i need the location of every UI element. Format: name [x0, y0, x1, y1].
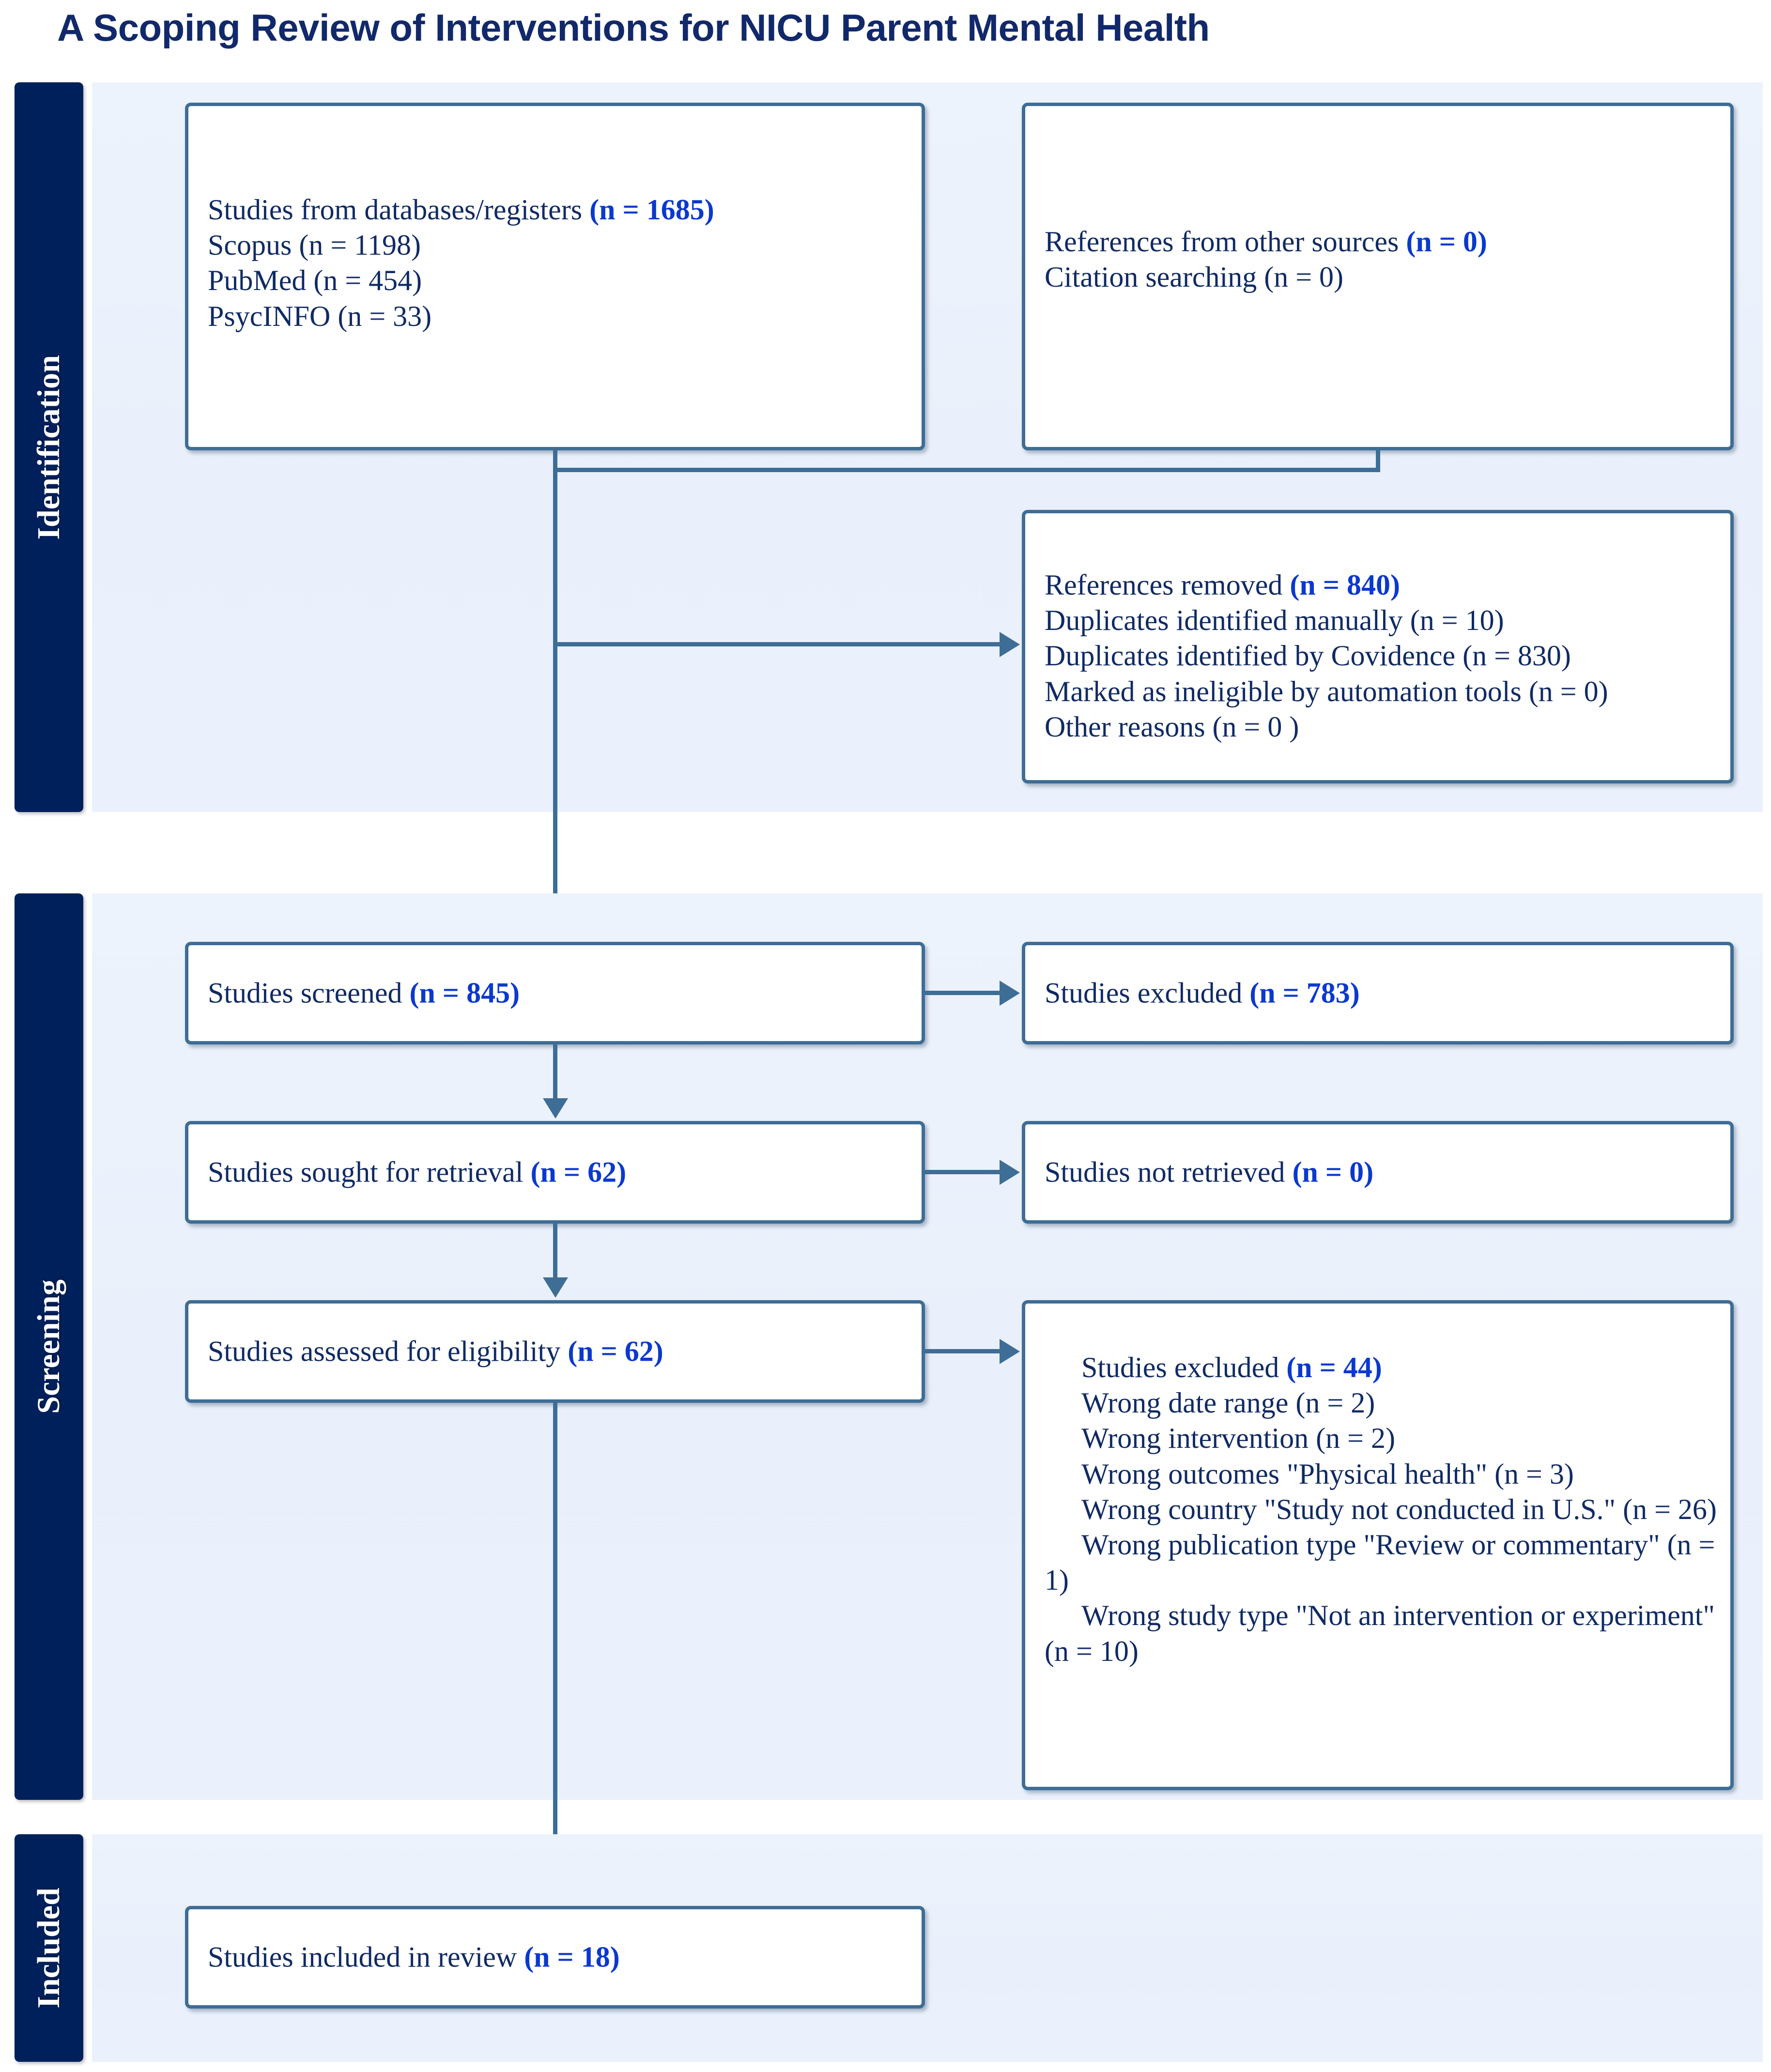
box-excluded-reasons: Studies excluded (n = 44) Wrong date ran…	[1022, 1300, 1734, 1790]
arrowhead-to-references-removed	[1000, 632, 1020, 657]
connector-screened-to-sought	[553, 1044, 557, 1101]
box-references-removed: References removed (n = 840) Duplicates …	[1022, 510, 1734, 783]
box-included-in-review-text: Studies included in review (n = 18)	[208, 1939, 909, 1975]
arrowhead-studies-excluded	[1000, 981, 1020, 1006]
line-wrong-date-range: Wrong date range (n = 2)	[1081, 1387, 1375, 1419]
line-wrong-intervention: Wrong intervention (n = 2)	[1081, 1422, 1395, 1455]
connector-screened-to-excluded	[925, 991, 1001, 995]
box-other-sources-text: References from other sources (n = 0) Ci…	[1045, 224, 1718, 295]
connector-assessed-to-excluded-reasons	[925, 1349, 1001, 1353]
sidebar-label-included: Included	[31, 1888, 66, 2009]
sidebar-included: Included	[15, 1834, 83, 2062]
box-studies-excluded-text: Studies excluded (n = 783)	[1045, 975, 1718, 1011]
line-wrong-study-type: Wrong study type "Not an intervention or…	[1045, 1599, 1715, 1667]
line-dup-manual: Duplicates identified manually (n = 10)	[1045, 604, 1504, 637]
sidebar-label-screening: Screening	[31, 1279, 66, 1414]
box-sought-for-retrieval: Studies sought for retrieval (n = 62)	[185, 1121, 925, 1224]
connector-main-trunk	[553, 468, 557, 929]
line-sought-for-retrieval: Studies sought for retrieval (n = 62)	[208, 1156, 627, 1188]
connector-to-references-removed	[553, 642, 1000, 646]
line-psycinfo: PsycINFO (n = 33)	[208, 300, 432, 332]
connector-other-sources-stub	[1376, 450, 1380, 472]
line-ineligible-automation: Marked as ineligible by automation tools…	[1045, 675, 1608, 707]
line-other-sources-total: References from other sources (n = 0)	[1045, 226, 1487, 258]
arrowhead-assessed-for-eligibility	[543, 1277, 568, 1298]
sidebar-screening: Screening	[15, 893, 83, 1800]
line-references-removed-total: References removed (n = 840)	[1045, 569, 1400, 601]
connector-join-horizontal	[553, 468, 1380, 472]
line-scopus: Scopus (n = 1198)	[208, 229, 421, 261]
line-included-in-review: Studies included in review (n = 18)	[208, 1941, 620, 1973]
sidebar-identification: Identification	[15, 82, 83, 812]
arrowhead-sought-for-retrieval	[543, 1098, 568, 1119]
line-assessed-for-eligibility: Studies assessed for eligibility (n = 62…	[208, 1335, 663, 1367]
box-databases-text: Studies from databases/registers (n = 16…	[208, 192, 909, 334]
line-citation-searching: Citation searching (n = 0)	[1045, 261, 1344, 293]
line-studies-excluded: Studies excluded (n = 783)	[1045, 977, 1360, 1009]
box-studies-screened: Studies screened (n = 845)	[185, 942, 925, 1044]
connector-assessed-to-included	[553, 1403, 557, 1891]
page-title: A Scoping Review of Interventions for NI…	[57, 6, 1210, 49]
line-other-reasons: Other reasons (n = 0 )	[1045, 710, 1299, 743]
line-dup-covidence: Duplicates identified by Covidence (n = …	[1045, 640, 1571, 672]
connector-databases-stub	[553, 450, 557, 472]
line-wrong-country: Wrong country "Study not conducted in U.…	[1081, 1493, 1717, 1525]
sidebar-label-identification: Identification	[31, 354, 66, 540]
box-not-retrieved: Studies not retrieved (n = 0)	[1022, 1121, 1734, 1224]
box-studies-screened-text: Studies screened (n = 845)	[208, 975, 909, 1011]
box-excluded-reasons-text: Studies excluded (n = 44) Wrong date ran…	[1045, 1350, 1718, 1669]
line-pubmed: PubMed (n = 454)	[208, 264, 422, 297]
box-databases-registers: Studies from databases/registers (n = 16…	[185, 103, 925, 450]
connector-sought-to-not-retrieved	[925, 1170, 1001, 1174]
line-excluded-total: Studies excluded (n = 44)	[1081, 1351, 1382, 1383]
arrowhead-excluded-reasons	[1000, 1339, 1020, 1364]
arrowhead-not-retrieved	[1000, 1160, 1020, 1185]
line-studies-screened: Studies screened (n = 845)	[208, 977, 520, 1009]
box-studies-excluded: Studies excluded (n = 783)	[1022, 942, 1734, 1044]
box-assessed-for-eligibility-text: Studies assessed for eligibility (n = 62…	[208, 1334, 909, 1369]
line-wrong-outcomes: Wrong outcomes "Physical health" (n = 3)	[1081, 1458, 1574, 1490]
line-wrong-publication-type: Wrong publication type "Review or commen…	[1045, 1528, 1715, 1596]
connector-sought-to-assessed	[553, 1224, 557, 1280]
box-not-retrieved-text: Studies not retrieved (n = 0)	[1045, 1154, 1718, 1190]
line-not-retrieved: Studies not retrieved (n = 0)	[1045, 1156, 1374, 1188]
line-databases-total: Studies from databases/registers (n = 16…	[208, 194, 714, 226]
box-other-sources: References from other sources (n = 0) Ci…	[1022, 103, 1734, 450]
box-assessed-for-eligibility: Studies assessed for eligibility (n = 62…	[185, 1300, 925, 1403]
box-sought-for-retrieval-text: Studies sought for retrieval (n = 62)	[208, 1154, 909, 1190]
box-included-in-review: Studies included in review (n = 18)	[185, 1906, 925, 2009]
box-references-removed-text: References removed (n = 840) Duplicates …	[1045, 568, 1718, 745]
